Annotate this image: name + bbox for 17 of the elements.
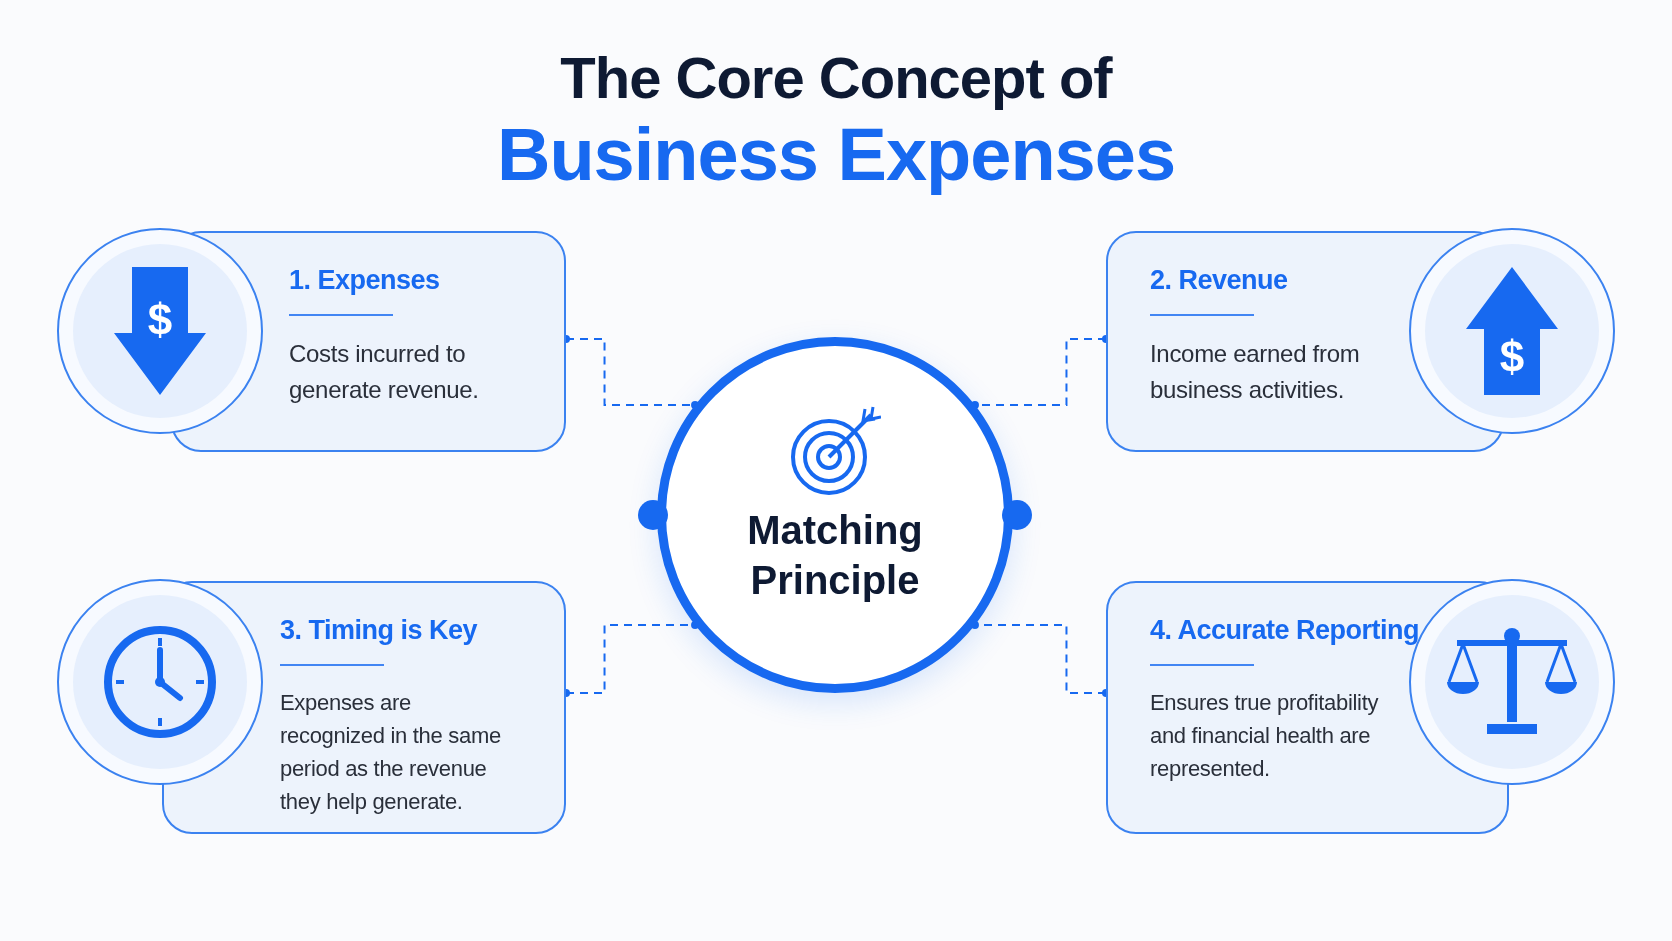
center-label: Matching Principle xyxy=(746,507,924,604)
card-heading: 3. Timing is Key xyxy=(280,615,478,646)
headline: Business Expenses xyxy=(496,112,1176,197)
card-description: Ensures true profitability and financial health are represented. xyxy=(1150,689,1379,783)
dollar-down-arrow-icon: $ xyxy=(114,267,206,395)
card-heading: 2. Revenue xyxy=(1150,265,1288,296)
info-card xyxy=(57,228,566,452)
card-heading: 1. Expenses xyxy=(289,265,440,296)
card-heading: 4. Accurate Reporting xyxy=(1150,615,1420,646)
title: The Core Concept of xyxy=(560,44,1112,111)
dollar-up-arrow-icon: $ xyxy=(1466,267,1558,395)
card-description: Income earned from business activities. xyxy=(1150,339,1361,405)
info-card xyxy=(1106,228,1615,452)
info-card xyxy=(1106,579,1615,834)
card-description: Costs incurred to generate revenue. xyxy=(289,339,480,405)
card-description: Expenses are recognized in the same period as the revenue they help generate. xyxy=(280,689,502,816)
info-card xyxy=(57,579,566,834)
